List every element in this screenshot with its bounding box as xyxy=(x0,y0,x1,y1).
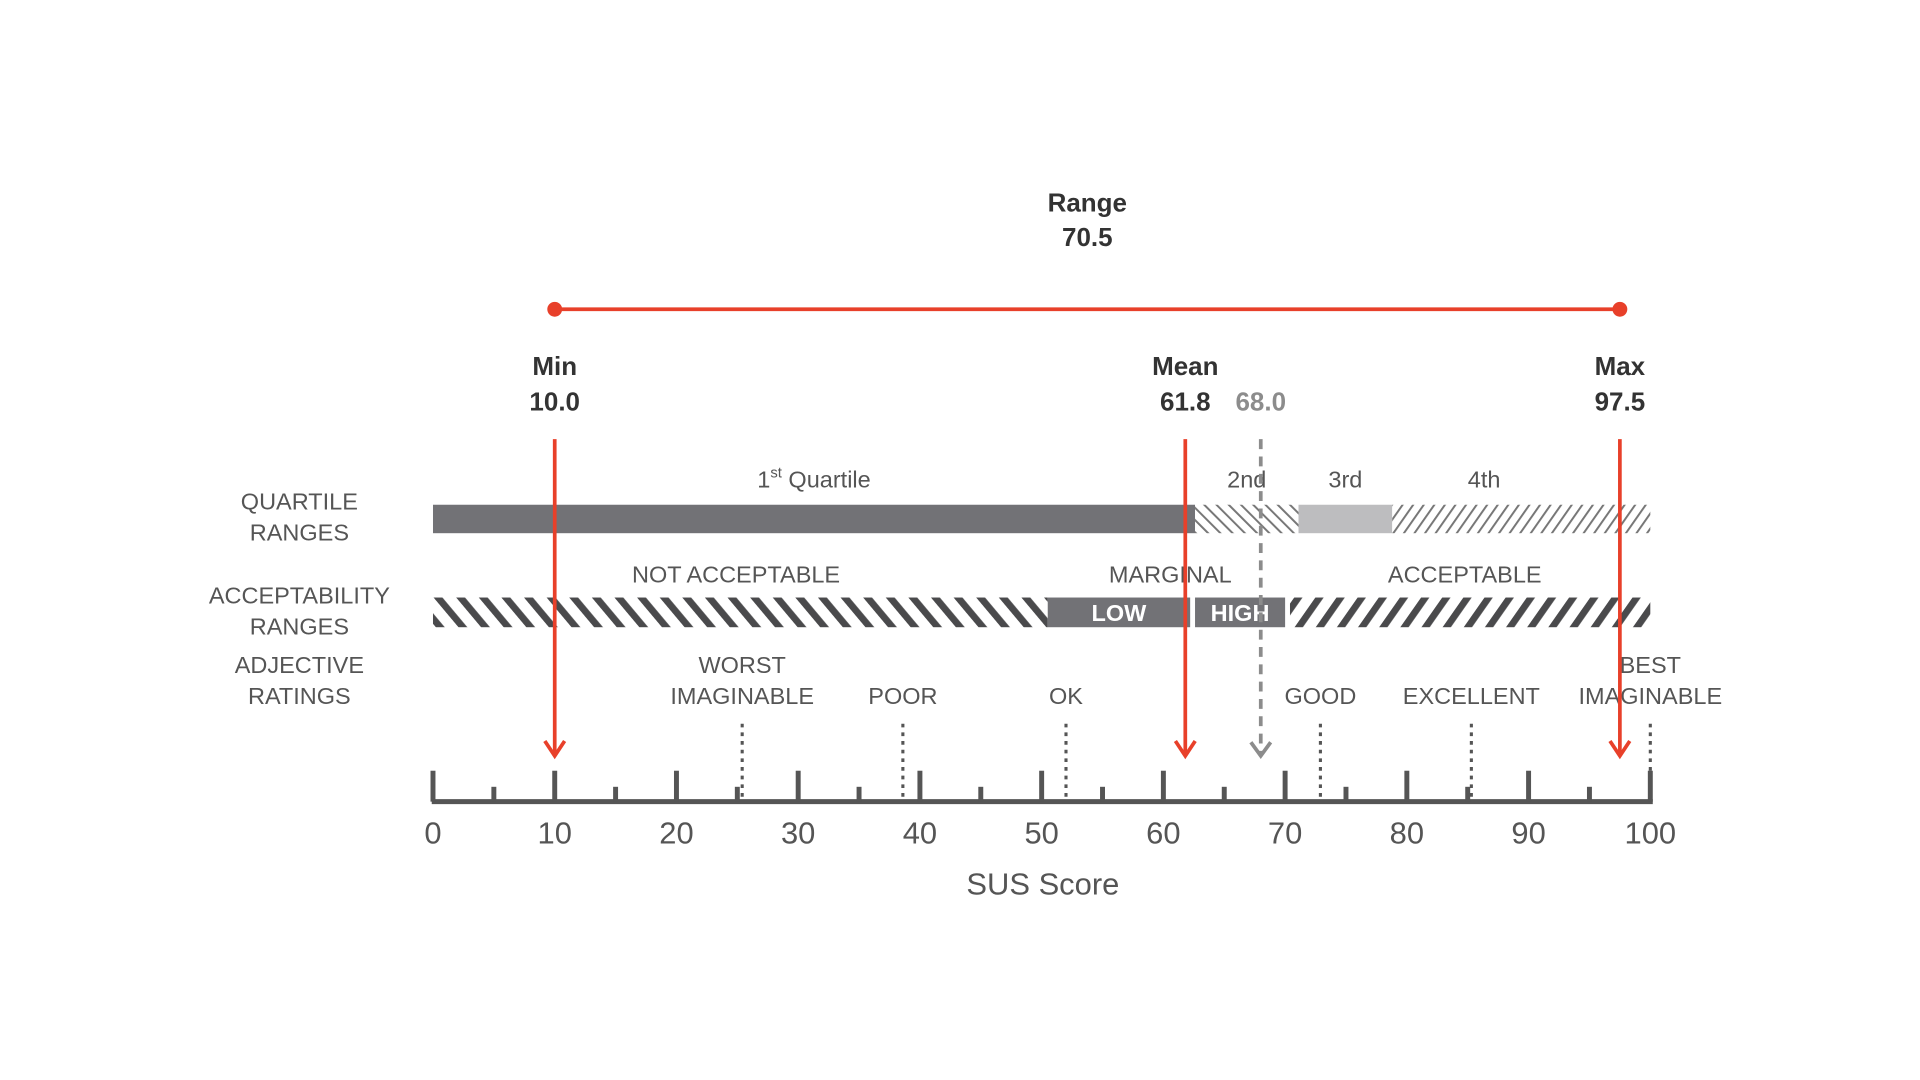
acceptability-high-segment xyxy=(1195,597,1286,628)
tick-label: 100 xyxy=(1625,816,1677,851)
max-arrowhead-icon xyxy=(1608,740,1632,760)
tick-label: 50 xyxy=(1024,816,1058,851)
row-label-quartile: RANGES xyxy=(250,520,349,546)
adjective-label-2: POOR xyxy=(868,683,937,709)
acceptability-label-3: ACCEPTABLE xyxy=(1388,562,1542,588)
adjective-label-1: WORST xyxy=(698,652,785,678)
tick-label: 20 xyxy=(659,816,693,851)
mean-arrowhead-icon xyxy=(1173,740,1197,760)
row-label-acceptability: RANGES xyxy=(250,614,349,640)
tick-label: 30 xyxy=(781,816,815,851)
range-title: Range xyxy=(1048,188,1127,218)
mean-label: Mean xyxy=(1152,351,1218,381)
quartile-label-1: 1st Quartile xyxy=(757,466,870,493)
quartile-segment-3 xyxy=(1298,504,1393,534)
quartile-label-4: 4th xyxy=(1468,466,1501,492)
row-label-adjective: ADJECTIVE xyxy=(235,652,364,678)
tick-label: 90 xyxy=(1511,816,1545,851)
quartile-segment-1 xyxy=(432,504,1196,534)
acceptability-low-label: LOW xyxy=(1092,600,1148,626)
row-label-acceptability: ACCEPTABILITY xyxy=(209,583,390,609)
quartile-segment-2 xyxy=(1195,504,1299,534)
adjective-label-3: OK xyxy=(1049,683,1083,709)
range-bars: QUARTILE RANGES ACCEPTABILITY RANGES ADJECTI… xyxy=(209,466,1722,802)
tick-label: 60 xyxy=(1146,816,1180,851)
tick-label: 80 xyxy=(1390,816,1424,851)
x-axis-title: SUS Score xyxy=(966,866,1119,901)
adjective-label-6: IMAGINABLE xyxy=(1578,683,1722,709)
range-end-dot xyxy=(1612,301,1628,317)
tick-label: 40 xyxy=(903,816,937,851)
quartile-label-3: 3rd xyxy=(1328,466,1362,492)
acceptability-label-2: MARGINAL xyxy=(1109,562,1232,588)
row-label-adjective: RATINGS xyxy=(248,683,351,709)
adjective-label-5: EXCELLENT xyxy=(1403,683,1540,709)
adjective-label-4: GOOD xyxy=(1285,683,1357,709)
tick-label: 0 xyxy=(424,816,441,851)
min-arrowhead-icon xyxy=(543,740,567,760)
mean-value: 61.8 xyxy=(1160,387,1211,417)
range-value: 70.5 xyxy=(1062,222,1113,252)
acceptability-low-segment xyxy=(1047,597,1191,628)
quartile-segment-4 xyxy=(1392,504,1651,534)
adjective-label-1: IMAGINABLE xyxy=(670,683,814,709)
acceptability-label-1: NOT ACCEPTABLE xyxy=(632,562,840,588)
range-start-dot xyxy=(547,301,563,317)
max-value: 97.5 xyxy=(1595,387,1646,417)
reference-arrowhead-icon xyxy=(1249,741,1273,760)
max-label: Max xyxy=(1595,351,1646,381)
min-value: 10.0 xyxy=(529,387,580,417)
adjective-label-6: BEST xyxy=(1620,652,1681,678)
min-label: Min xyxy=(532,351,577,381)
tick-label: 10 xyxy=(538,816,572,851)
summary-markers: Range 70.5 68.0 Min 10.0 Mean 61.8 Max 97.5 xyxy=(529,188,1646,760)
reference-value: 68.0 xyxy=(1235,387,1286,417)
row-label-quartile: QUARTILE xyxy=(241,489,358,515)
tick-label: 70 xyxy=(1268,816,1302,851)
acceptability-segment-3 xyxy=(1289,597,1651,628)
acceptability-segment-1 xyxy=(432,597,1048,628)
